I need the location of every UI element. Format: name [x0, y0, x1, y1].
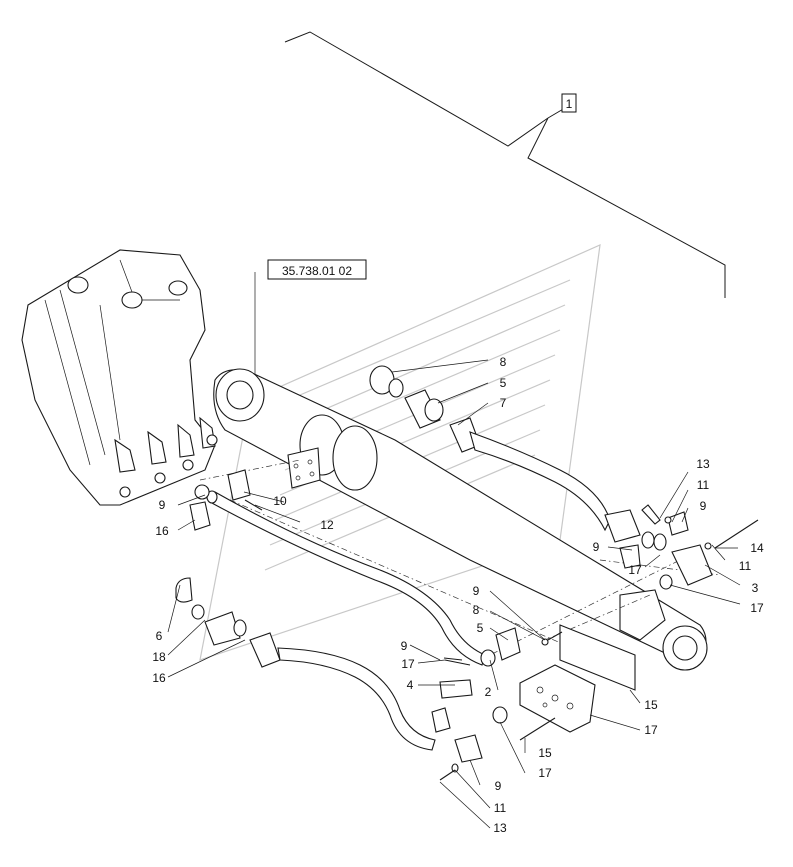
lower-hose-assembly: [175, 577, 483, 781]
callout-4: 15: [644, 698, 658, 712]
valve-block-assembly: [444, 624, 636, 741]
kit-number-label: 1: [566, 97, 573, 111]
callout-17: 17: [538, 766, 552, 780]
leader-lines: [167, 272, 741, 829]
callout-11: 11: [697, 478, 710, 492]
callout-15: 15: [538, 746, 552, 760]
callout-11: 11: [494, 801, 507, 815]
callout-labels: 8 5 7 13 11 9 14 11 9 3 17 17 9 16 10 12…: [152, 355, 764, 793]
callout-13: 13: [493, 821, 507, 835]
callout-7: 7: [500, 396, 507, 410]
callout-5: 18: [152, 650, 166, 664]
kit-number-box: 1: [561, 93, 577, 113]
callout-17: 17: [628, 563, 642, 577]
callout-17: 17: [750, 601, 764, 615]
reference-box[interactable]: 35.738.01 02: [267, 259, 367, 280]
callout-2: 17: [644, 723, 658, 737]
upper-hose-assembly: [369, 365, 759, 590]
reference-label: 35.738.01 02: [282, 264, 352, 278]
callout-9: 5: [477, 621, 484, 635]
kit-bracket: [284, 31, 726, 298]
hydraulic-cylinder: [213, 368, 708, 671]
callout-9: 10: [273, 494, 287, 508]
callout-14: 14: [750, 541, 764, 555]
callout-8: 8: [500, 355, 507, 369]
callout-8: 6: [156, 629, 163, 643]
callout-17: 2: [485, 685, 492, 699]
callout-17: 9: [159, 498, 166, 512]
callout-9: 9: [593, 540, 600, 554]
callout-3: 3: [752, 581, 759, 595]
callout-16: 17: [401, 657, 415, 671]
callout-9: 9: [495, 779, 502, 793]
callout-18: 9: [401, 639, 408, 653]
callout-6: 16: [152, 671, 166, 685]
callout-13: 13: [696, 457, 710, 471]
callout-9: 16: [155, 524, 169, 538]
callout-5: 5: [500, 376, 507, 390]
bucket: [21, 249, 218, 506]
callout-10: 9: [473, 584, 480, 598]
callout-labels-bottom: 11 13: [493, 801, 507, 835]
rigid-pipe-18: [189, 469, 496, 667]
callout-9: 9: [700, 499, 707, 513]
callout-16: 12: [320, 518, 334, 532]
callout-11: 11: [739, 559, 752, 573]
callout-9: 4: [407, 678, 414, 692]
callout-12: 8: [473, 603, 480, 617]
